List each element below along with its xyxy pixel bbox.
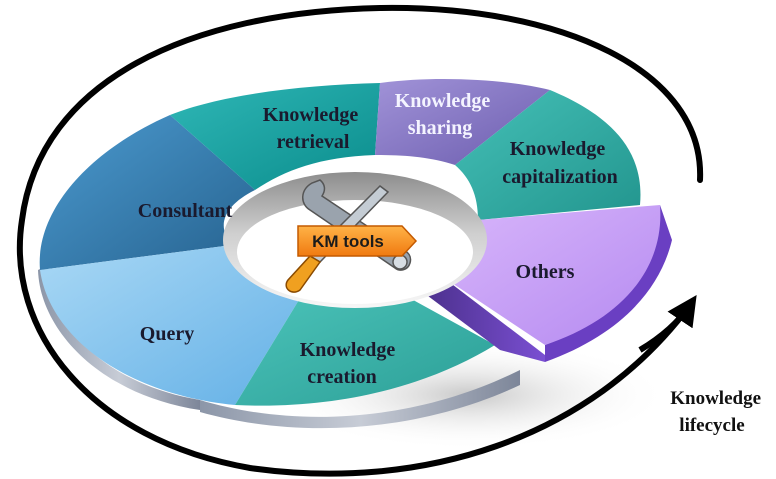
segment-knowledge-capitalization[interactable]	[455, 90, 641, 220]
segment-knowledge-creation[interactable]	[235, 290, 495, 406]
label-knowledge-sharing: Knowledge sharing	[395, 90, 496, 139]
label-consultant: Consultant	[138, 200, 233, 222]
lifecycle-label: Knowledge lifecycle	[670, 388, 766, 436]
label-knowledge-retrieval: Knowledge retrieval	[263, 104, 364, 153]
label-knowledge-creation-line1: Knowledge	[300, 339, 396, 361]
km-tools-tag[interactable]: KM tools	[297, 225, 418, 257]
label-knowledge-creation: Knowledge creation	[300, 339, 401, 388]
ring-rim-bottom	[200, 370, 520, 429]
lifecycle-curve	[16, 4, 704, 477]
label-others: Others	[516, 261, 575, 283]
label-knowledge-retrieval-line2: retrieval	[277, 131, 350, 153]
segment-others-side	[420, 275, 545, 362]
label-knowledge-sharing-line1: Knowledge	[395, 90, 491, 112]
label-knowledge-creation-line2: creation	[307, 366, 377, 388]
label-knowledge-capitalization-line2: capitalization	[502, 166, 618, 188]
ring-rim	[38, 265, 200, 410]
label-knowledge-capitalization: Knowledge capitalization	[502, 138, 618, 188]
lifecycle-arrow-icon	[638, 295, 697, 353]
label-knowledge-capitalization-line1: Knowledge	[510, 138, 606, 160]
lifecycle-label-line2: lifecycle	[679, 415, 744, 436]
segment-query[interactable]	[40, 245, 305, 405]
km-tools-label: KM tools	[312, 232, 384, 251]
label-query: Query	[140, 323, 194, 345]
segment-knowledge-retrieval[interactable]	[170, 83, 380, 190]
segment-knowledge-sharing[interactable]	[375, 79, 550, 165]
segment-others[interactable]	[440, 205, 661, 345]
lifecycle-label-line1: Knowledge	[670, 388, 761, 409]
segment-consultant[interactable]	[39, 115, 255, 270]
label-knowledge-retrieval-line1: Knowledge	[263, 104, 359, 126]
label-knowledge-sharing-line2: sharing	[408, 117, 472, 139]
